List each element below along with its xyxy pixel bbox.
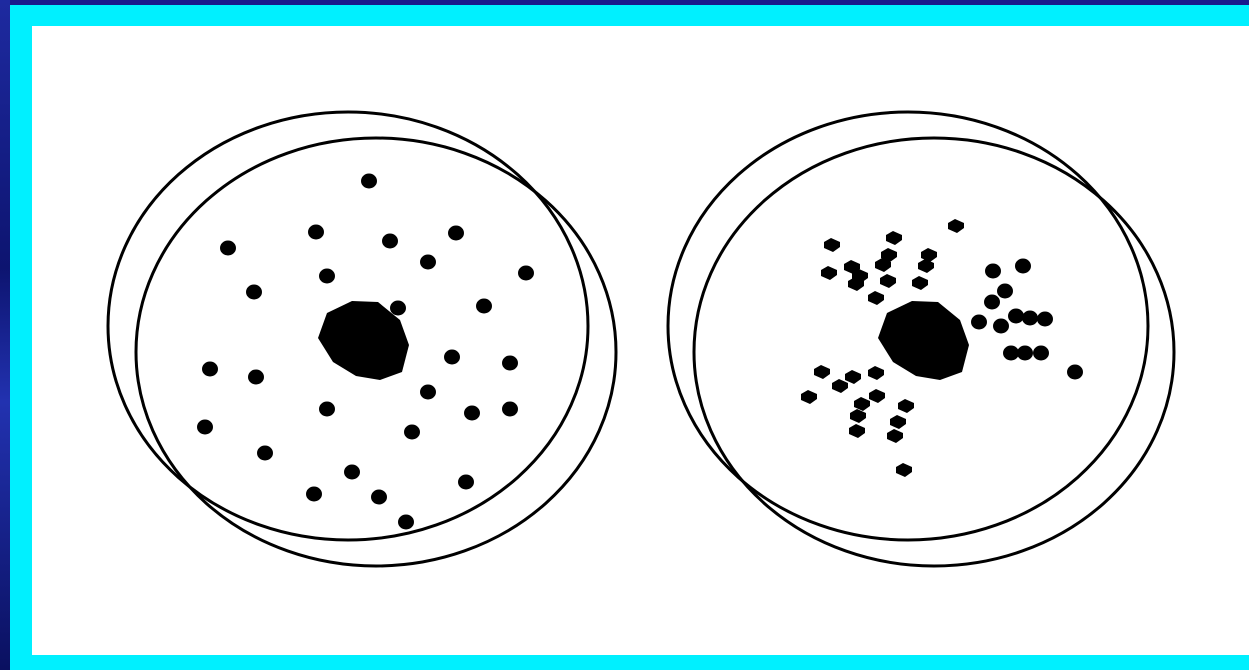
- colony-dot: [1037, 312, 1053, 327]
- colony-dot: [502, 356, 518, 371]
- colony-dot: [984, 295, 1000, 310]
- colony-dot: [502, 402, 518, 417]
- colony-dot: [1067, 365, 1083, 380]
- colony-diamond: [824, 238, 840, 252]
- colony-diamond: [898, 399, 914, 413]
- colony-diamond: [821, 266, 837, 280]
- colony-diamond: [890, 415, 906, 429]
- colony-dot: [246, 285, 262, 300]
- colony-diamond: [886, 231, 902, 245]
- colony-dot: [371, 490, 387, 505]
- petri-dish-right: [668, 112, 1174, 566]
- colony-dot: [197, 420, 213, 435]
- colony-diamond: [854, 397, 870, 411]
- colony-dot: [971, 315, 987, 330]
- colony-dot: [308, 225, 324, 240]
- colony-dot: [997, 284, 1013, 299]
- colony-dot: [420, 255, 436, 270]
- colony-diamond: [849, 424, 865, 438]
- colony-diamond: [918, 259, 934, 273]
- central-mass: [878, 301, 969, 380]
- colony-diamond: [887, 429, 903, 443]
- colony-dot: [420, 385, 436, 400]
- colony-dot: [448, 226, 464, 241]
- colony-dot: [382, 234, 398, 249]
- colony-diamond: [868, 291, 884, 305]
- colony-dot: [344, 465, 360, 480]
- colony-dot: [319, 269, 335, 284]
- colony-diamond: [896, 463, 912, 477]
- colony-dot: [1033, 346, 1049, 361]
- colony-dot: [248, 370, 264, 385]
- colony-dot: [220, 241, 236, 256]
- colony-dot: [1017, 346, 1033, 361]
- colony-dot: [518, 266, 534, 281]
- colony-diamond: [921, 248, 937, 262]
- colony-dot: [257, 446, 273, 461]
- petri-dish-left: [108, 112, 616, 566]
- colony-dot: [1008, 309, 1024, 324]
- colony-diamond: [845, 370, 861, 384]
- colony-dot: [476, 299, 492, 314]
- colony-dot: [404, 425, 420, 440]
- colony-dot: [458, 475, 474, 490]
- colony-dot: [1015, 259, 1031, 274]
- colony-diamond: [869, 389, 885, 403]
- colony-dot: [464, 406, 480, 421]
- colony-dot: [390, 301, 406, 316]
- colony-diamond: [832, 379, 848, 393]
- colony-dot: [306, 487, 322, 502]
- colony-dot: [985, 264, 1001, 279]
- colony-diamond: [912, 276, 928, 290]
- colony-diamond: [948, 219, 964, 233]
- colony-dot: [319, 402, 335, 417]
- colony-diamond: [880, 274, 896, 288]
- colony-dot: [1022, 311, 1038, 326]
- colony-dot: [202, 362, 218, 377]
- colony-dot: [993, 319, 1009, 334]
- colony-diamond: [850, 409, 866, 423]
- colony-dot: [444, 350, 460, 365]
- colony-dot: [1003, 346, 1019, 361]
- colony-diamond: [801, 390, 817, 404]
- colony-diamond: [868, 366, 884, 380]
- colony-dot: [361, 174, 377, 189]
- colony-dot: [398, 515, 414, 530]
- colony-diamond: [814, 365, 830, 379]
